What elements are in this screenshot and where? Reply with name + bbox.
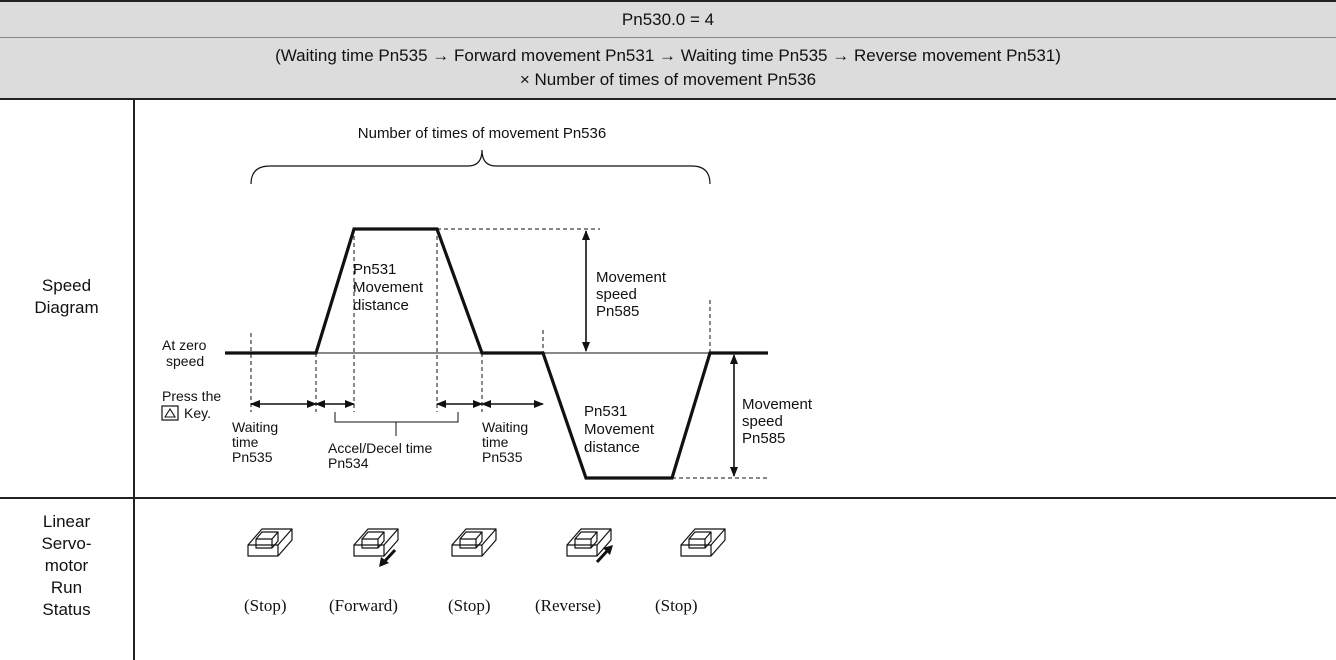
- repeat-label: Number of times of movement Pn536: [358, 125, 606, 142]
- speed-lower-line: Movement: [742, 396, 813, 413]
- linear-motor-icon: [680, 528, 726, 557]
- run-status-label-0: (Stop): [244, 596, 287, 615]
- run-status-label-3: (Reverse): [535, 596, 601, 615]
- speed-upper-line: Pn585: [596, 303, 639, 320]
- linear-motor-icon: [353, 528, 399, 567]
- waiting-time-line: Waiting: [482, 419, 528, 435]
- accel-decel-label: Accel/Decel time Pn534: [328, 440, 436, 471]
- forward-distance-label: Pn531 Movement distance: [353, 261, 427, 314]
- title-bar: Pn530.0 = 4: [0, 0, 1336, 38]
- sequence-bar: (Waiting time Pn535 → Forward movement P…: [0, 38, 1336, 100]
- accel-decel-line: Pn534: [328, 455, 369, 471]
- run-status-label-line: motor: [44, 556, 89, 575]
- forward-distance-line: Movement: [353, 279, 424, 296]
- sequence-line-1: (Waiting time Pn535 → Forward movement P…: [275, 46, 1061, 65]
- run-status-label-2: (Stop): [448, 596, 491, 615]
- speed-upper-label: Movement speed Pn585: [596, 269, 670, 320]
- waiting-time-1-label: Waiting time Pn535: [232, 419, 282, 465]
- forward-arrow-icon: [379, 548, 397, 567]
- run-status-label-line: Status: [42, 600, 91, 619]
- linear-motor-icon: [566, 528, 613, 564]
- speed-diagram-label-line: Speed: [41, 276, 92, 295]
- speed-lower-line: speed: [742, 413, 783, 430]
- linear-motor-icon: [247, 528, 293, 557]
- run-status-label-line: Linear: [42, 512, 91, 531]
- sequence-line-2: × Number of times of movement Pn536: [519, 70, 817, 89]
- speed-diagram-label-line: Diagram: [34, 298, 99, 317]
- run-status-label-line: Run: [50, 578, 83, 597]
- press-key-line: Press the: [162, 388, 221, 404]
- at-zero-speed-line: At zero: [162, 337, 207, 353]
- reverse-distance-label: Pn531 Movement distance: [584, 403, 658, 456]
- row-divider: [0, 497, 1336, 499]
- run-status-label-1: (Forward): [329, 596, 398, 615]
- speed-lower-label: Movement speed Pn585: [742, 396, 816, 447]
- reverse-arrow-icon: [595, 545, 613, 564]
- reverse-distance-line: distance: [584, 439, 640, 456]
- page-title: Pn530.0 = 4: [621, 9, 715, 29]
- linear-motor-icon: [451, 528, 497, 557]
- reverse-distance-line: Movement: [584, 421, 655, 438]
- press-key-line: Key.: [184, 405, 211, 421]
- waiting-time-line: time: [232, 434, 259, 450]
- run-status-label-line: Servo-: [41, 534, 92, 553]
- run-status-label-4: (Stop): [655, 596, 698, 615]
- at-zero-speed-line: speed: [166, 353, 204, 369]
- forward-distance-line: Pn531: [353, 261, 396, 278]
- speed-upper-line: speed: [596, 286, 637, 303]
- motor-icons: [247, 528, 726, 567]
- waiting-time-line: time: [482, 434, 509, 450]
- repeat-brace: [250, 149, 711, 185]
- speed-lower-line: Pn585: [742, 430, 785, 447]
- accel-decel-line: Accel/Decel time: [328, 440, 432, 456]
- press-key-label: Press the Key.: [162, 388, 225, 421]
- up-key-icon: [161, 405, 179, 421]
- at-zero-speed-label: At zero speed: [162, 337, 210, 369]
- run-status-label: Linear Servo- motor Run Status: [0, 511, 133, 621]
- reverse-distance-line: Pn531: [584, 403, 627, 420]
- speed-upper-line: Movement: [596, 269, 667, 286]
- column-divider: [133, 100, 135, 660]
- speed-diagram-label: Speed Diagram: [0, 275, 133, 319]
- dashed-guides: [250, 228, 770, 479]
- speed-profile: [225, 227, 768, 480]
- waiting-time-line: Pn535: [482, 449, 523, 465]
- waiting-time-2-label: Waiting time Pn535: [482, 419, 532, 465]
- accel-decel-bracket: [334, 412, 459, 436]
- waiting-time-line: Waiting: [232, 419, 278, 435]
- waiting-time-line: Pn535: [232, 449, 273, 465]
- forward-distance-line: distance: [353, 297, 409, 314]
